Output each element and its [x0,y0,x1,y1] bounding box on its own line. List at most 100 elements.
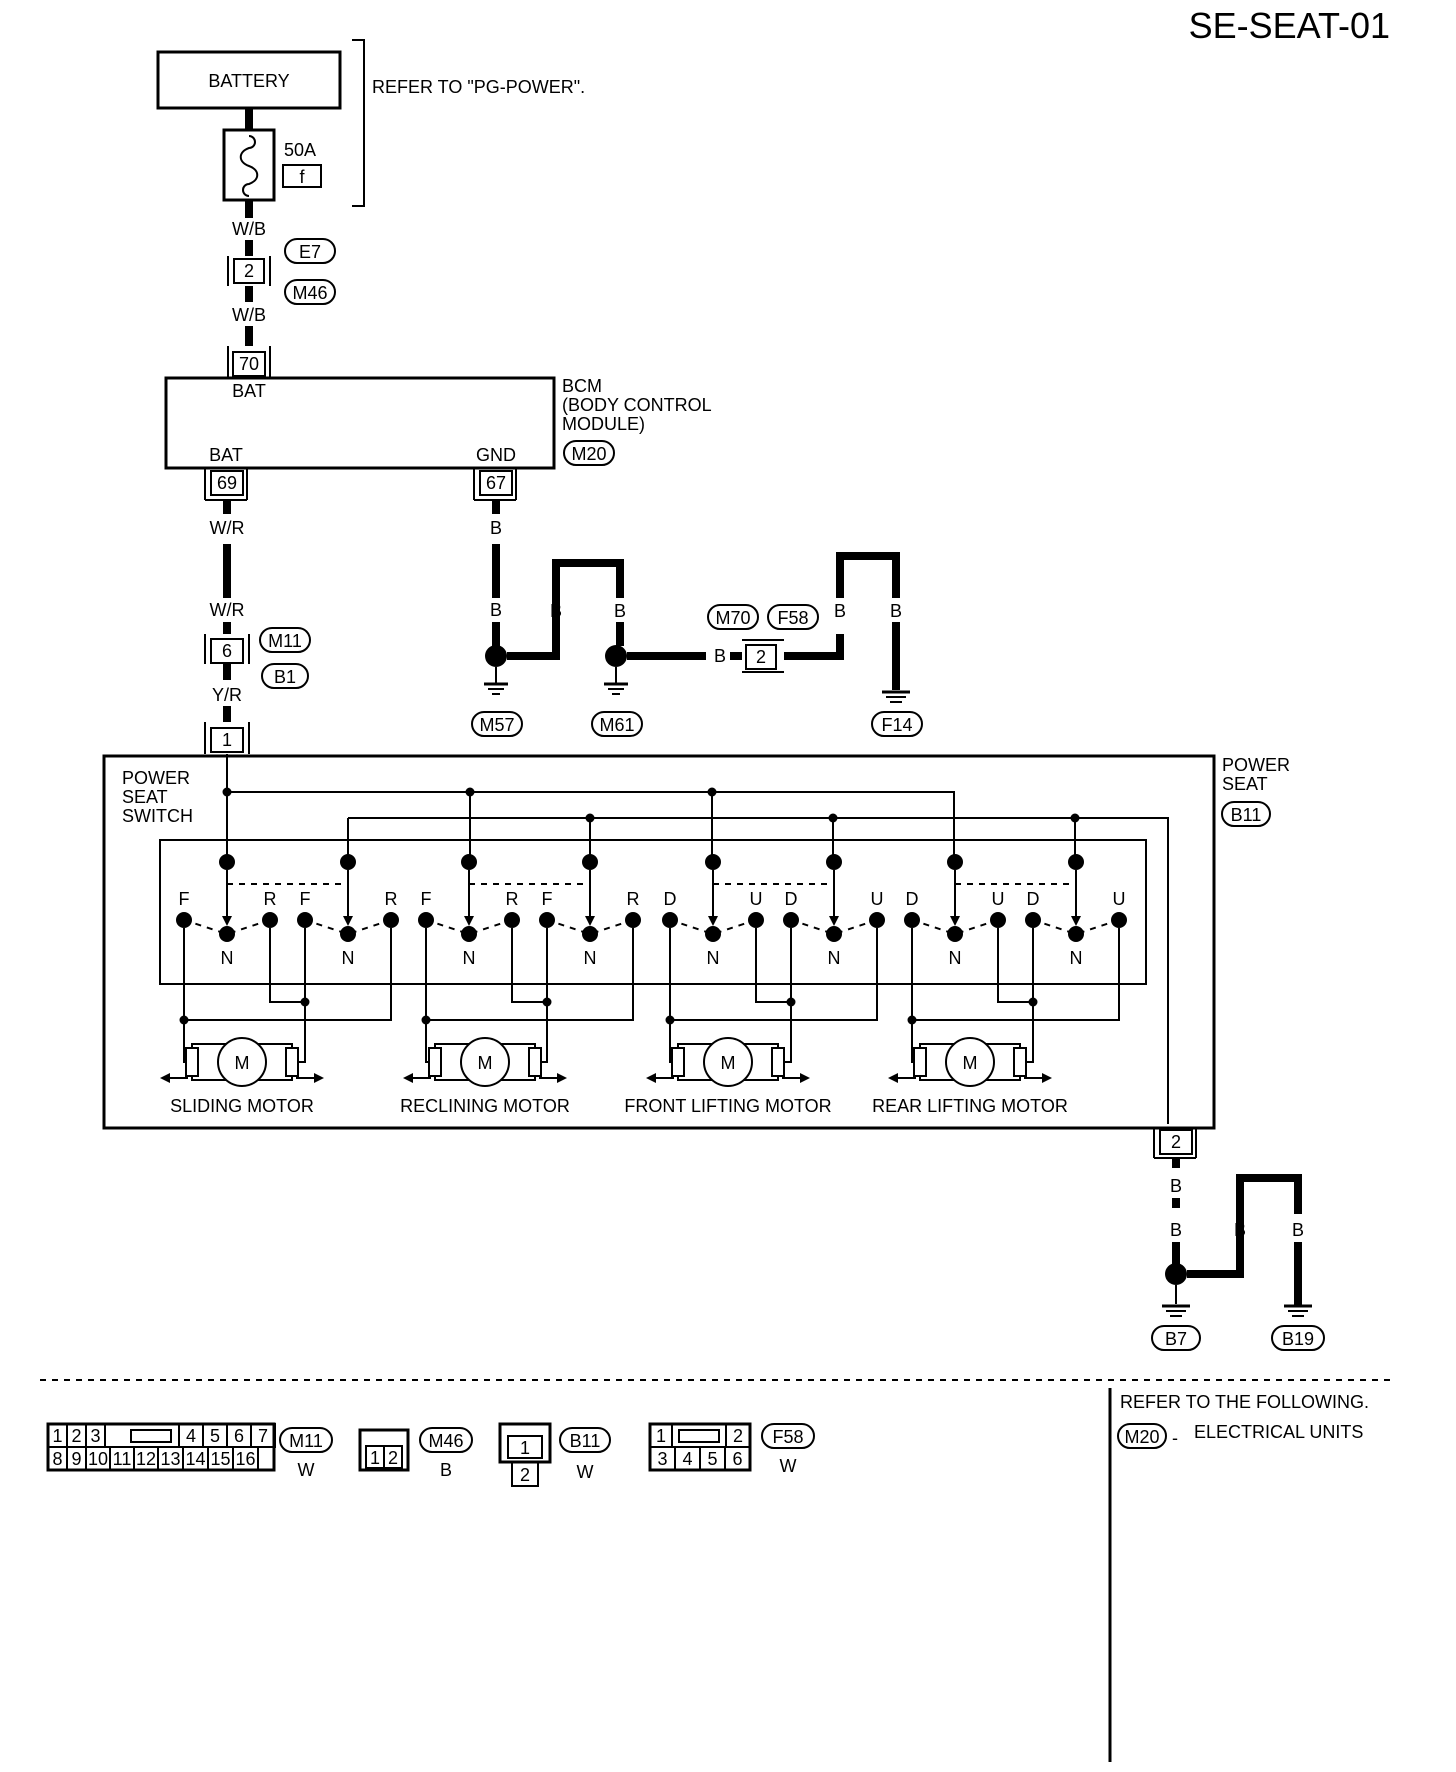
bcm-pin-bat: BAT [209,445,243,465]
refer-connector-label: M20 [1124,1427,1159,1447]
switch-contact [625,912,641,928]
switch-neutral-label: N [221,948,234,968]
connector-e7-label: E7 [299,242,321,262]
switch-pole-contact [461,926,477,942]
ground-m57-tag [471,711,523,737]
ground-m57-label: M57 [479,715,514,735]
splice-b7 [1165,1263,1187,1285]
legend-m11-pin: 5 [210,1426,220,1446]
switch-arrow-icon [222,916,232,926]
refer-sep: - [1172,1428,1178,1448]
legend-f58-pin: 5 [707,1449,717,1469]
legend-b11-pin: 2 [520,1465,530,1485]
terminal-1: 1 [222,730,232,750]
switch-pole-top [582,854,598,870]
switch-pole-contact [705,926,721,942]
legend-m11-pin: 1 [52,1426,62,1446]
connector-b1-label: B1 [274,667,296,687]
motor-junction [542,997,552,1007]
wire-color-b-1: B [490,518,502,538]
switch-contact-label: U [992,889,1005,909]
motor-name: RECLINING MOTOR [400,1096,570,1116]
switch-neutral-label: N [707,948,720,968]
fuse-element-icon [239,135,259,197]
switch-throw [669,919,757,936]
motor-arrow-right-head [557,1073,567,1083]
splice-m61 [605,645,627,667]
switch-contact-label: F [421,889,432,909]
switch-contact-label: U [871,889,884,909]
motor-name: SLIDING MOTOR [170,1096,314,1116]
bus-ground [348,817,1169,1124]
switch-arrow-icon [343,916,353,926]
legend-f58-pin: 2 [733,1426,743,1446]
motor-brush-left [185,1047,199,1077]
switch-pole-top [1068,854,1084,870]
wire-color-b-2: B [490,600,502,620]
legend-b11-tag [559,1427,611,1453]
terminal-70: 70 [239,354,259,374]
terminal-67-box [479,470,513,496]
motor-junction [1028,997,1038,1007]
connector-m11-shell [204,634,250,664]
switch-arrow-icon [464,916,474,926]
motor-name: REAR LIFTING MOTOR [872,1096,1068,1116]
connector-m11-label: M11 [268,631,302,651]
motor-junction [907,1015,917,1025]
motor-icon [703,1037,753,1087]
switch-throw [790,919,878,936]
terminal-69: 69 [217,473,237,493]
power-seat-label-2: SEAT [1222,774,1268,794]
motor-wire-right-bus [997,928,1034,1003]
switch-arrow-icon [708,916,718,926]
switch-neutral-label: N [1070,948,1083,968]
bcm-full-1: (BODY CONTROL [562,395,712,415]
ground-m61-tag [591,711,643,737]
wire-color-wb-1: W/B [232,219,266,239]
battery-bracket [352,39,365,207]
motor-wire-left [183,928,192,1063]
switch-neutral-label: N [584,948,597,968]
switch-contact-label: R [506,889,519,909]
motor-brush-left [671,1047,685,1077]
wire-color-b-9: B [1170,1220,1182,1240]
motor-name: FRONT LIFTING MOTOR [624,1096,831,1116]
motor-symbol: M [478,1053,493,1073]
bcm-box [164,376,556,470]
switch-throw [183,919,271,936]
connector-m46-tag [284,279,336,305]
motor-wire-right-bus [511,928,548,1003]
legend-m46-frame [358,1428,410,1472]
wire-color-b-4: B [614,601,626,621]
motor-wire-left [911,928,920,1063]
switch-arrow-icon [950,916,960,926]
bcm-full-2: MODULE) [562,414,645,434]
page-code: SE-SEAT-01 [1189,5,1390,46]
fuse-amp: 50A [284,140,316,160]
connector-m46-label: M46 [292,283,327,303]
legend-m46-color: B [440,1460,452,1480]
bcm-pin-bat-top: BAT [232,381,266,401]
legend-f58-pin: 3 [657,1449,667,1469]
connector-m11-tag [259,627,311,653]
legend-m11-pin: 3 [90,1426,100,1446]
ground-m61-label: M61 [599,715,634,735]
motor-icon [460,1037,510,1087]
motor-wire-right-bus [269,928,306,1003]
motor-wire-left [425,928,435,1063]
wire-color-b-5: B [714,646,726,666]
legend-m11-pin: 7 [258,1426,268,1446]
motor-icon [217,1037,267,1087]
switch-pole-contact [219,926,235,942]
wire-color-b-10: B [1234,1220,1246,1240]
motor-junction [179,1015,189,1025]
battery-ref: REFER TO "PG-POWER". [372,77,585,97]
legend-m11-pin: 10 [88,1449,108,1469]
connector-m11-box [210,638,244,664]
motor-arrow-right-head [1042,1073,1052,1083]
